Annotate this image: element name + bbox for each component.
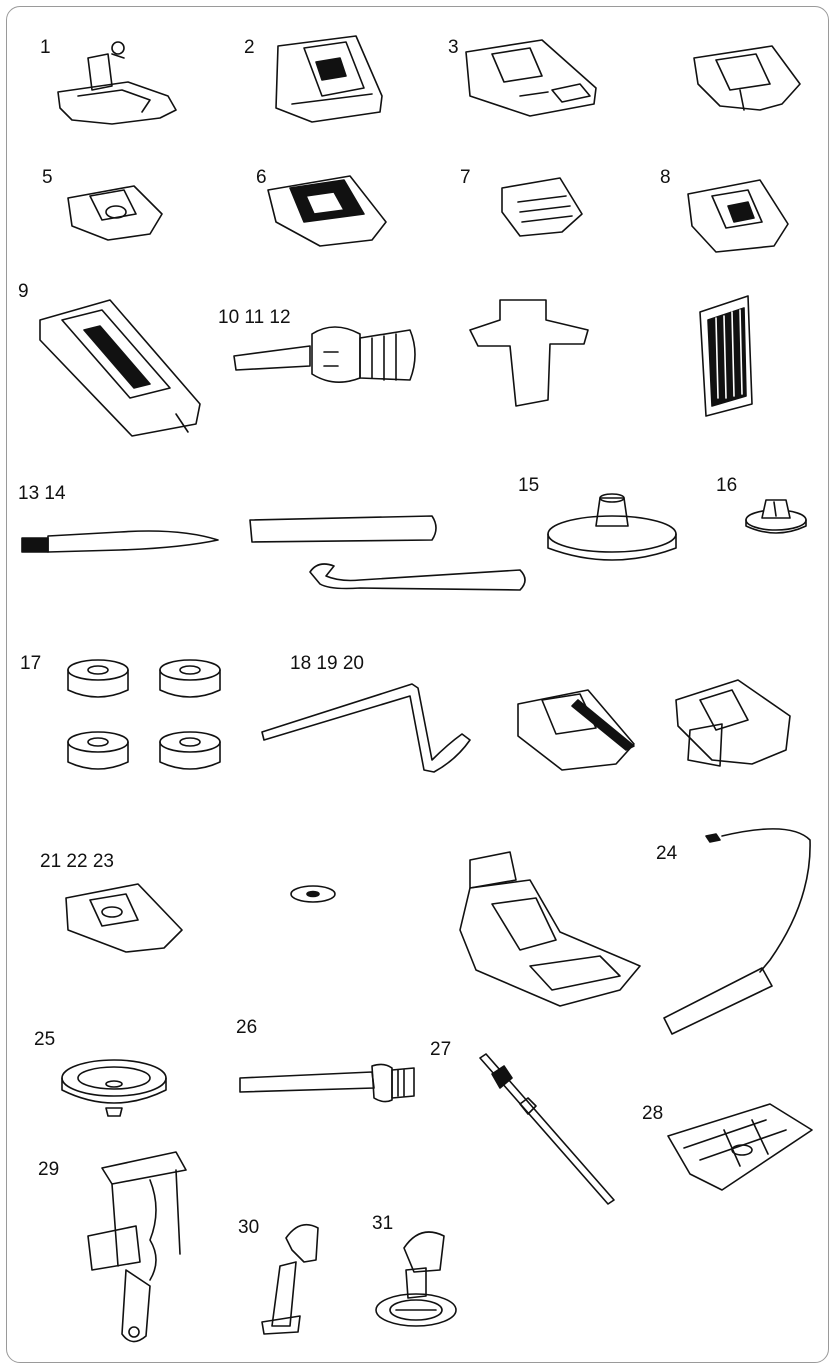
needle-pack-icon: [700, 296, 752, 416]
presser-foot-5-icon: [68, 186, 162, 240]
touch-pen-icon: [480, 1054, 614, 1204]
label-26: 26: [236, 1017, 258, 1038]
darning-foot-29-icon: [88, 1152, 186, 1342]
label-29: 29: [38, 1159, 60, 1180]
label-16: 16: [716, 475, 738, 496]
label-8: 8: [660, 167, 671, 188]
label-21-22-23: 21 22 23: [40, 851, 114, 872]
lint-brush-icon: [22, 531, 218, 552]
label-30: 30: [238, 1217, 260, 1238]
presser-foot-4-icon: [694, 46, 800, 110]
shank-wrench-icon: [470, 300, 588, 406]
quilting-bar-icon: [262, 684, 470, 772]
walking-foot-icon: [460, 852, 640, 1006]
foot-31-icon: [376, 1232, 456, 1326]
presser-foot-1-icon: [58, 42, 176, 124]
presser-foot-20-icon: [676, 680, 790, 766]
label-24: 24: [656, 843, 678, 864]
spool-cap-small-icon: [746, 500, 806, 533]
foot-30-icon: [262, 1225, 318, 1334]
label-28: 28: [642, 1103, 664, 1124]
presser-foot-7-icon: [502, 178, 582, 236]
spool-pin-icon: [240, 1064, 414, 1101]
label-1: 1: [40, 37, 51, 58]
presser-foot-28-icon: [668, 1104, 812, 1190]
seam-ripper-icon: [250, 516, 525, 590]
label-27: 27: [430, 1039, 452, 1060]
label-9: 9: [18, 281, 29, 302]
screwdriver-icon: [234, 327, 415, 382]
presser-foot-2-icon: [276, 36, 382, 122]
presser-foot-21-icon: [66, 884, 182, 952]
label-13-14: 13 14: [18, 483, 66, 504]
presser-foot-8-icon: [688, 180, 788, 252]
presser-foot-6-icon: [268, 176, 386, 246]
label-10-11-12: 10 11 12: [218, 307, 291, 328]
label-17: 17: [20, 653, 42, 674]
knee-lift-icon: [664, 829, 810, 1034]
label-18-19-20: 18 19 20: [290, 653, 364, 674]
label-3: 3: [448, 37, 459, 58]
label-6: 6: [256, 167, 267, 188]
presser-foot-3-icon: [466, 40, 596, 116]
label-7: 7: [460, 167, 471, 188]
label-2: 2: [244, 37, 255, 58]
spool-cap-large-icon: [548, 494, 676, 560]
washer-icon: [291, 886, 335, 902]
label-25: 25: [34, 1029, 56, 1050]
presser-foot-19-icon: [518, 690, 634, 770]
bobbins-icon: [68, 660, 220, 769]
accessories-panel: [6, 6, 829, 1363]
buttonhole-foot-9-icon: [40, 300, 200, 436]
label-15: 15: [518, 475, 540, 496]
label-5: 5: [42, 167, 53, 188]
label-31: 31: [372, 1213, 394, 1234]
spool-holder-icon: [62, 1060, 166, 1116]
